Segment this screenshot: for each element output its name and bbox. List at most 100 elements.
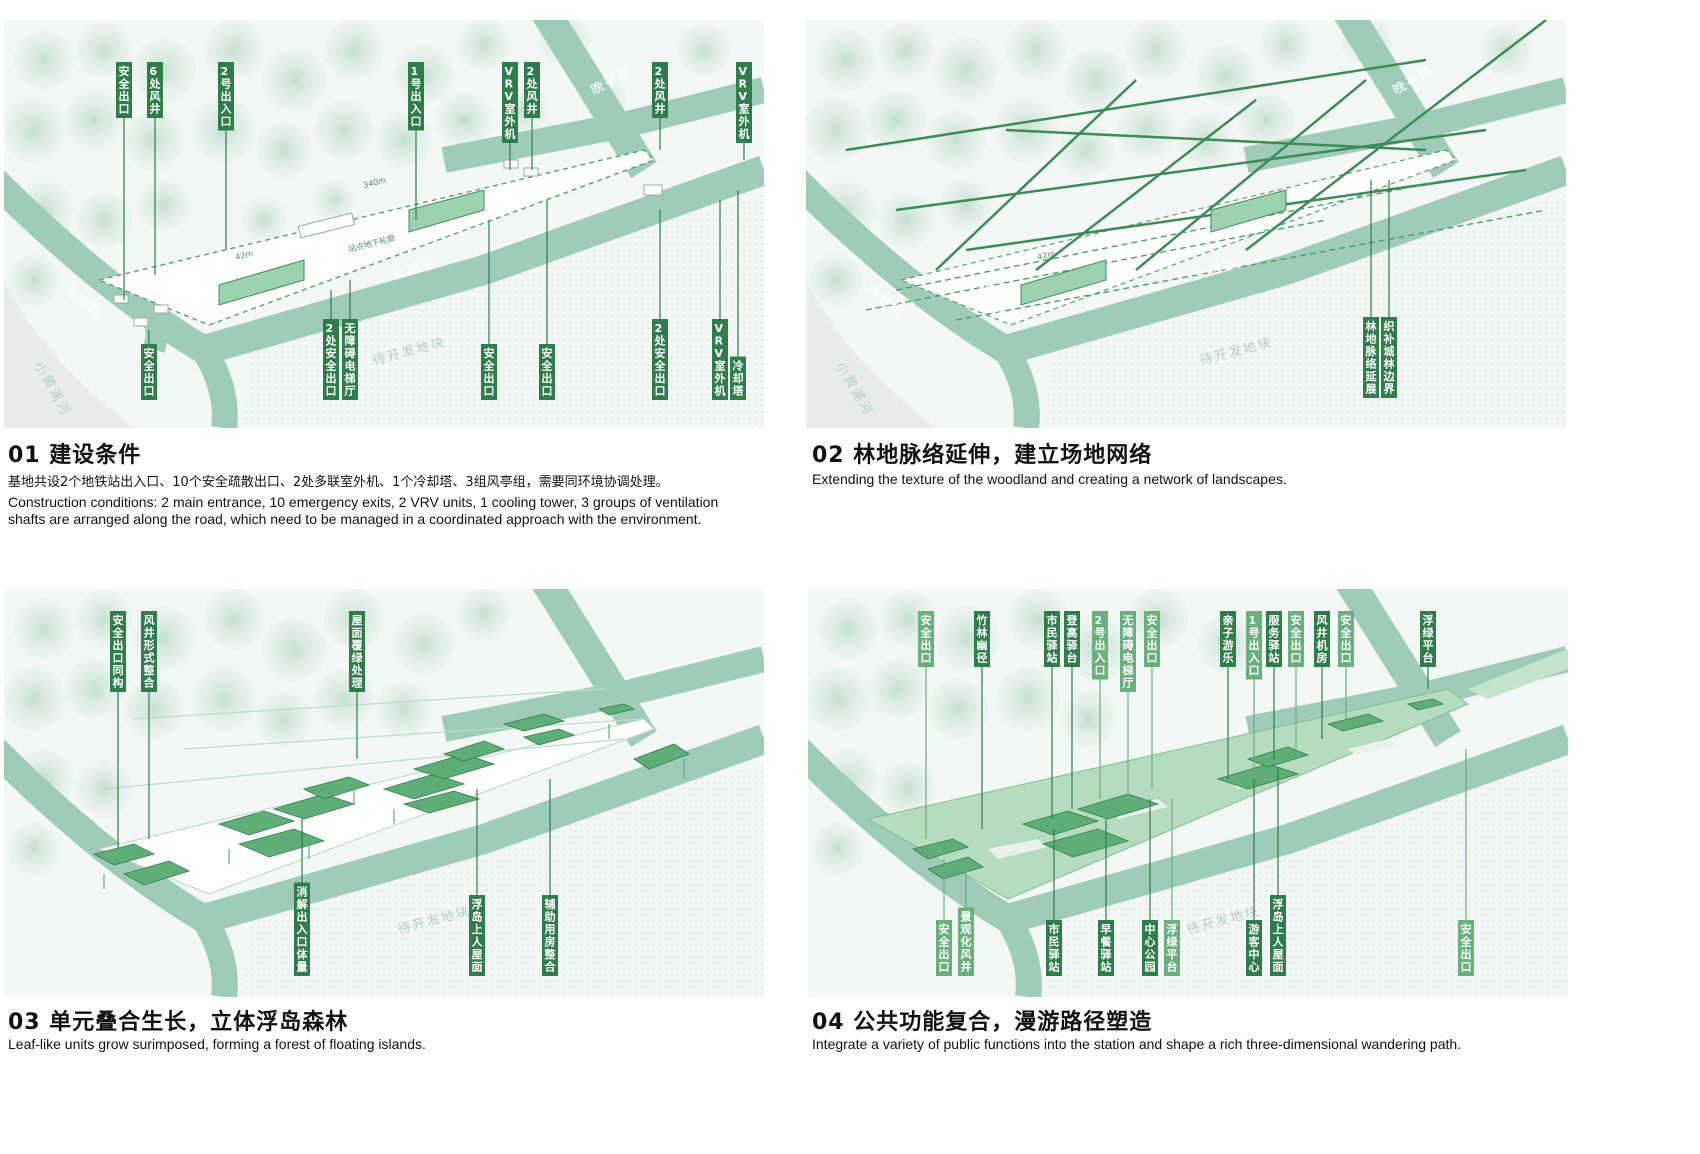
callout-tag: 冷却塔 (730, 190, 746, 400)
panel-01-diagram: 云锦路 晚亭路 海林路 园林路 小黄浦河 待开发地块 340m 42m 站点地下… (4, 20, 764, 428)
callout-tag: 安全出口 (539, 200, 555, 400)
callout-box (1338, 611, 1354, 667)
callout-tag: 登高驿台 (1064, 611, 1080, 809)
callout-label: 安全出口 (118, 64, 131, 116)
callout-box (1144, 611, 1160, 667)
callout-tag: 安全出口 (936, 859, 952, 976)
callout-label: 安全出口 (483, 346, 496, 398)
callout-tag: 景观化风井 (958, 859, 974, 976)
callout-box (1314, 611, 1330, 667)
callout-tag: 浮绿平台 (1164, 799, 1180, 976)
callout-box (147, 62, 163, 118)
callout-box (1164, 920, 1180, 976)
callout-tag: 安全出口同构 (110, 611, 126, 849)
callout-box (1046, 920, 1062, 976)
callout-tag: 安全出口 (141, 330, 157, 400)
callout-label: 浮岛上人屋面 (472, 897, 484, 974)
callout-box (542, 895, 558, 976)
callout-label: 竹林幽径 (976, 613, 988, 665)
callout-box (323, 319, 339, 400)
road-network (4, 589, 764, 997)
road-network (806, 20, 1566, 428)
callout-tag: 林地脉络延展 (1363, 180, 1379, 398)
panel-03-description-en: Leaf-like units grow surimposed, forming… (8, 1036, 426, 1052)
callout-box (1270, 895, 1286, 976)
callout-label: 亲子游乐 (1223, 613, 1234, 665)
callout-box (539, 344, 555, 400)
callout-tag: 早餐驿站 (1098, 819, 1114, 976)
callout-box (652, 62, 668, 118)
callout-box (141, 611, 157, 692)
callout-label: 安全出口 (1340, 613, 1353, 665)
woodland-texture (4, 20, 730, 306)
callout-box (652, 319, 668, 400)
callout-box (730, 356, 746, 400)
callout-tag: 浮岛上人屋面 (469, 789, 485, 976)
callout-tag: 市民驿站 (1046, 829, 1062, 976)
callout-tag: 风井形式整合 (141, 611, 157, 839)
callout-tag: 安全出口 (918, 611, 934, 839)
callout-box (141, 344, 157, 400)
callout-box (481, 344, 497, 400)
callout-tag: 安全出口 (1144, 611, 1160, 789)
callout-label: 织补城林边界 (1383, 319, 1396, 396)
callout-tag: 消解出入口体量 (294, 819, 310, 976)
callout-box (918, 611, 934, 667)
callout-label: 安全出口 (1460, 922, 1473, 974)
callout-box (1064, 611, 1080, 667)
panel-01-title: 01 建设条件 (8, 443, 142, 468)
callout-box (218, 62, 234, 131)
panel-03-title: 03 单元叠合生长，立体浮岛森林 (8, 1010, 349, 1035)
callout-label: 消解出入口体量 (297, 885, 309, 974)
callout-box (958, 907, 974, 976)
callout-tag: 屋面覆绿处理 (349, 611, 365, 759)
callout-tag: 竹林幽径 (974, 611, 990, 829)
callout-box (1381, 317, 1397, 398)
callout-label: 登高驿台 (1066, 613, 1079, 665)
callout-label: 安全出口 (1290, 613, 1303, 665)
callout-label: 屋面覆绿处理 (351, 614, 364, 690)
callout-box (342, 319, 358, 400)
callout-label: 浮岛上人屋面 (1273, 897, 1285, 974)
callout-box (1458, 920, 1474, 976)
panel-02-title: 02 林地脉络延伸，建立场地网络 (812, 443, 1153, 468)
callout-label: 安全出口 (541, 346, 554, 398)
box-size-label: 42m (234, 249, 254, 262)
floating-islands (92, 703, 690, 886)
callout-tag: 无障碍电梯厅 (1120, 611, 1136, 799)
callout-tag: 安全出口 (1338, 611, 1354, 719)
callout-box (1363, 317, 1379, 398)
callout-box (736, 62, 752, 143)
callout-label: 中心公园 (1145, 922, 1156, 974)
callout-tag: 中心公园 (1142, 799, 1158, 976)
callout-box (1420, 611, 1436, 667)
callout-label: 冷却塔 (733, 359, 745, 398)
callout-box (110, 611, 126, 692)
callout-box (1092, 611, 1108, 680)
callout-box (974, 611, 990, 667)
callout-box (936, 920, 952, 976)
callout-label: 浮绿平台 (1423, 613, 1435, 665)
callout-tag: 无障碍电梯厅 (342, 280, 358, 400)
callout-box (349, 611, 365, 692)
callout-tag: 浮绿平台 (1420, 611, 1436, 689)
callout-label: 安全出口 (938, 922, 951, 974)
callout-box (524, 62, 540, 118)
callout-label: 林地脉络延展 (1365, 319, 1378, 396)
